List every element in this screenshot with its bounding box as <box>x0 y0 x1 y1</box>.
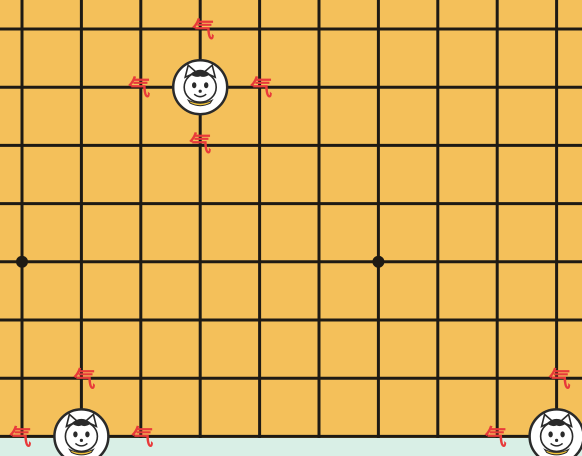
star-point <box>16 256 28 268</box>
liberty-label: 气 <box>127 76 150 102</box>
stone-top[interactable] <box>173 60 227 114</box>
stone-bottom-left[interactable] <box>54 409 108 456</box>
stone-bottom-right[interactable] <box>530 409 582 456</box>
liberty-label: 气 <box>8 425 31 451</box>
liberty-label: 气 <box>484 425 507 451</box>
liberty-label: 气 <box>188 132 211 158</box>
liberty-label: 气 <box>72 367 95 393</box>
liberty-label: 气 <box>191 18 214 44</box>
liberty-label: 气 <box>249 76 272 102</box>
star-point <box>372 256 384 268</box>
liberty-label: 气 <box>130 425 153 451</box>
liberty-label: 气 <box>548 367 571 393</box>
